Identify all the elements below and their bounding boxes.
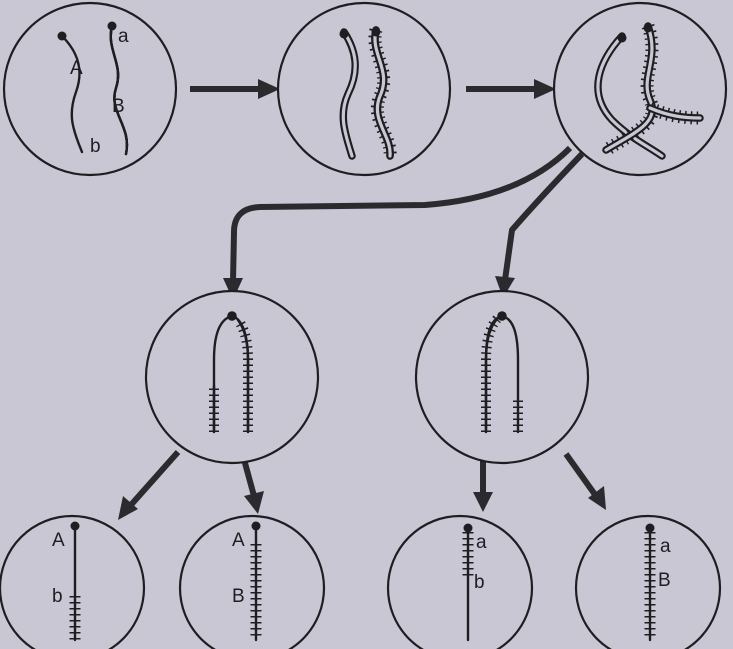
arrow-5-to-b3-head (473, 492, 493, 512)
label-B: B (112, 96, 125, 117)
panel-5-recombinant-pair (416, 291, 588, 463)
label-a: a (118, 26, 129, 47)
label-a: a (660, 536, 671, 557)
arrow-5-to-b4 (566, 454, 596, 496)
label-B: B (232, 586, 245, 607)
panel-b4-chromatid-a-B: a B (576, 516, 720, 649)
label-A: A (70, 58, 83, 79)
label-b: b (52, 586, 63, 607)
label-b: b (90, 136, 101, 157)
arrow-4-to-b1 (130, 452, 178, 506)
panel-4-recombinant-pair (146, 291, 318, 463)
label-A: A (52, 530, 65, 551)
label-A: A (232, 530, 245, 551)
arrow-1-2-head (258, 79, 280, 99)
panel-b1-chromatid-A-b: A b (0, 516, 144, 649)
arrow-2-3-head (534, 79, 556, 99)
panel-3-crossing-over (554, 3, 726, 175)
panel-1-homologs-separate: A a B b (4, 3, 176, 175)
label-a: a (476, 532, 487, 553)
panel-b2-chromatid-A-B: A B (180, 516, 324, 649)
label-b: b (474, 572, 485, 593)
panel-b3-chromatid-a-b: a b (388, 516, 532, 649)
arrow-3-to-4 (233, 148, 570, 282)
label-B: B (658, 570, 671, 591)
panel-2-synapsis (278, 3, 450, 175)
arrow-4-to-b2-head (244, 491, 264, 514)
